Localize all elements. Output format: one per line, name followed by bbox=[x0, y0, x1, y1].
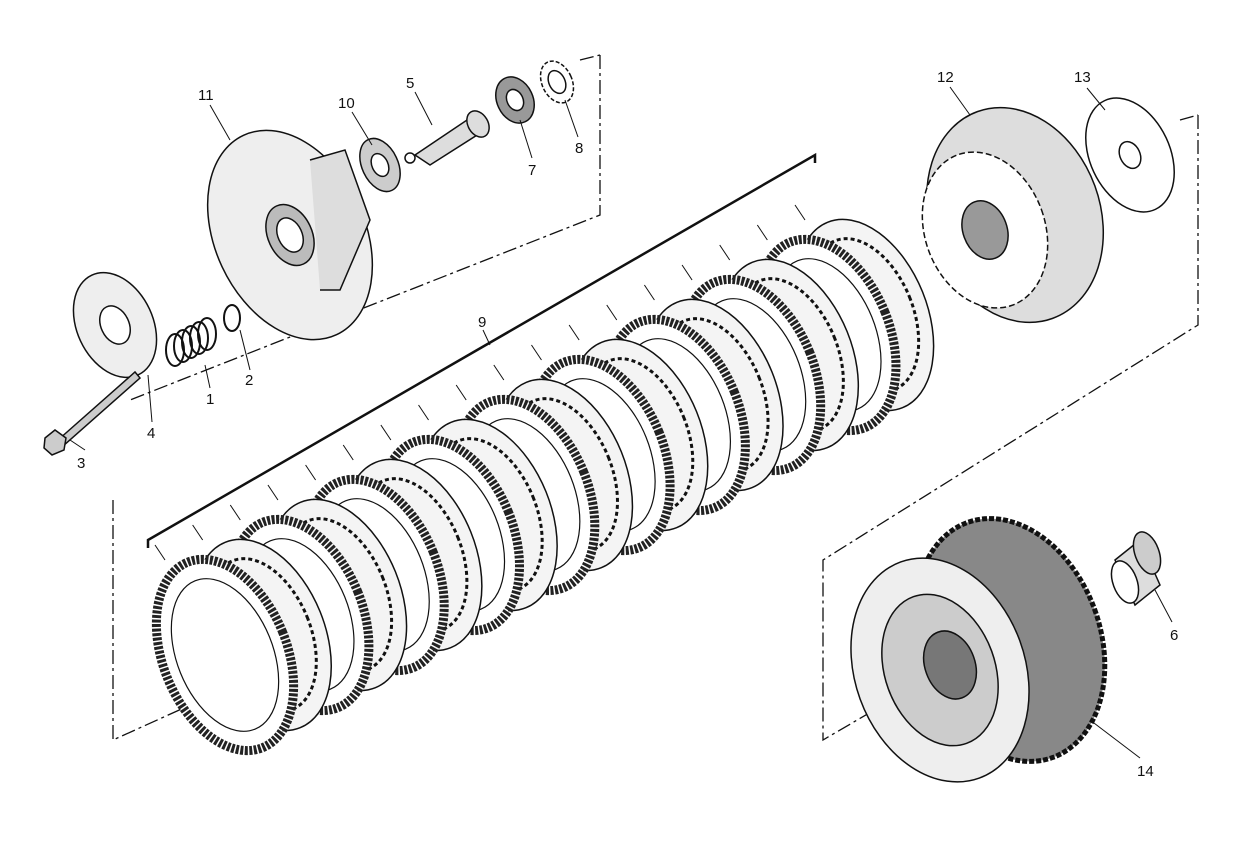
disc-leader-line bbox=[305, 464, 317, 481]
disc-leader-line bbox=[342, 444, 354, 461]
callout-2: 2 bbox=[245, 372, 253, 389]
callout-1: 1 bbox=[206, 391, 214, 408]
disc-leader-line bbox=[418, 404, 429, 421]
callout-10: 10 bbox=[338, 95, 355, 112]
pushrod bbox=[404, 110, 490, 166]
disc-leader-line bbox=[756, 224, 768, 241]
disc-leader-line bbox=[719, 244, 731, 261]
callout-12: 12 bbox=[937, 69, 954, 86]
disc-leader-line bbox=[229, 504, 241, 521]
inner-clutch-hub bbox=[921, 106, 1105, 324]
disc-leader-line bbox=[154, 544, 166, 561]
disc-leader-line bbox=[643, 284, 655, 301]
lock-washer bbox=[539, 60, 575, 104]
bolt bbox=[43, 370, 142, 456]
callout-5: 5 bbox=[406, 75, 414, 92]
washer bbox=[223, 304, 241, 332]
callout-8: 8 bbox=[575, 140, 583, 157]
disc-inner-edge bbox=[170, 578, 280, 732]
thrust-washer bbox=[1085, 97, 1175, 213]
disc-leader-line bbox=[794, 204, 806, 221]
callout-labels: 11 10 5 7 8 12 13 9 1 2 3 4 6 14 bbox=[77, 69, 1178, 780]
callout-13: 13 bbox=[1074, 69, 1091, 86]
clutch-disc-stack bbox=[151, 204, 935, 756]
disc-leader-line bbox=[455, 384, 467, 401]
clutch-basket bbox=[850, 516, 1108, 783]
callout-9: 9 bbox=[478, 314, 486, 331]
disc-leader-line bbox=[568, 324, 580, 341]
disc-leader-line bbox=[192, 524, 204, 541]
nut bbox=[495, 76, 535, 124]
bearing bbox=[359, 137, 401, 193]
disc-leader-line bbox=[493, 364, 505, 381]
bushing bbox=[1110, 531, 1162, 607]
pressure-plate bbox=[206, 129, 374, 341]
callout-6: 6 bbox=[1170, 627, 1178, 644]
callout-4: 4 bbox=[147, 425, 155, 442]
disc-leader-line bbox=[606, 304, 618, 321]
disc-stack-bracket bbox=[146, 152, 817, 548]
disc-leader-line bbox=[681, 264, 693, 281]
leader-lines bbox=[69, 86, 1173, 759]
spring-cap bbox=[72, 271, 158, 379]
callout-7: 7 bbox=[528, 162, 536, 179]
callout-14: 14 bbox=[1137, 763, 1154, 780]
callout-3: 3 bbox=[77, 455, 85, 472]
disc-leader-line bbox=[380, 424, 392, 441]
callout-11: 11 bbox=[198, 87, 214, 104]
spring bbox=[165, 317, 217, 367]
disc-leader-line bbox=[531, 344, 542, 361]
disc-leader-line bbox=[267, 484, 279, 501]
friction-disc bbox=[151, 554, 299, 756]
